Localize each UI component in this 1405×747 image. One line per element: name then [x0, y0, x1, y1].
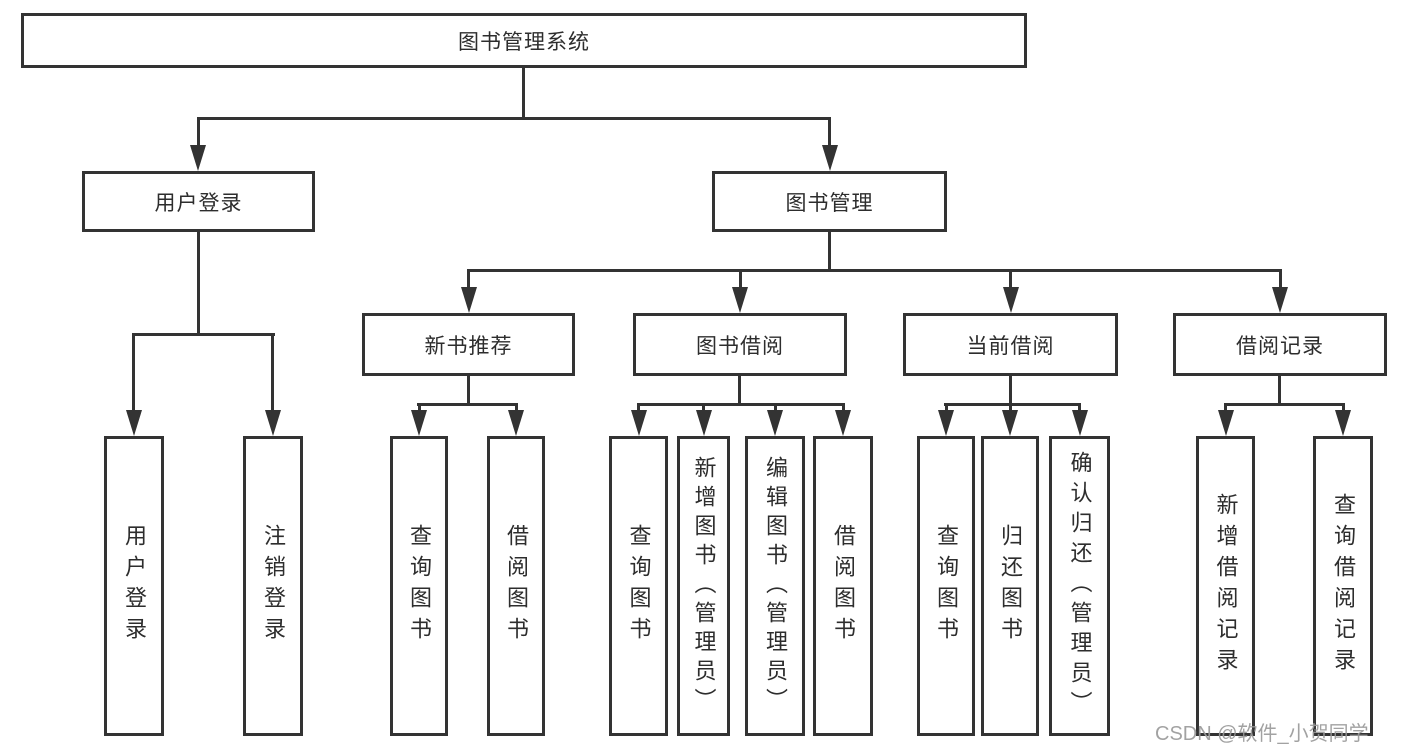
- connector-line: [1279, 269, 1282, 291]
- node-leaf-cb-return-books: 归还图书: [981, 436, 1039, 736]
- arrow-down-icon: [1003, 287, 1019, 313]
- arrow-down-icon: [508, 410, 524, 436]
- arrow-down-icon: [190, 145, 206, 171]
- connector-line: [842, 403, 845, 413]
- node-root: 图书管理系统: [21, 13, 1027, 68]
- connector-line: [197, 232, 200, 336]
- arrow-down-icon: [631, 410, 647, 436]
- arrow-down-icon: [732, 287, 748, 313]
- connector-line: [467, 269, 1281, 272]
- node-book-management: 图书管理: [712, 171, 947, 232]
- arrow-down-icon: [696, 410, 712, 436]
- connector-line: [515, 403, 518, 413]
- connector-line: [271, 333, 274, 413]
- arrow-down-icon: [767, 410, 783, 436]
- arrow-down-icon: [126, 410, 142, 436]
- connector-line: [418, 403, 421, 413]
- node-leaf-user-login: 用户登录: [104, 436, 164, 736]
- node-current-borrow: 当前借阅: [903, 313, 1118, 376]
- connector-line: [739, 269, 742, 291]
- connector-line: [637, 403, 845, 406]
- arrow-down-icon: [822, 145, 838, 171]
- connector-line: [738, 376, 741, 406]
- connector-line: [945, 403, 948, 413]
- arrow-down-icon: [1218, 410, 1234, 436]
- connector-line: [1224, 403, 1345, 406]
- node-leaf-nb-borrow-books: 借阅图书: [487, 436, 545, 736]
- arrow-down-icon: [1272, 287, 1288, 313]
- connector-line: [702, 403, 705, 413]
- connector-line: [1009, 269, 1012, 291]
- node-leaf-br-add-record: 新增借阅记录: [1196, 436, 1255, 736]
- node-leaf-bb-borrow-books: 借阅图书: [813, 436, 873, 736]
- node-leaf-br-query-record: 查询借阅记录: [1313, 436, 1373, 736]
- arrow-down-icon: [1072, 410, 1088, 436]
- node-leaf-bb-query-books: 查询图书: [609, 436, 668, 736]
- node-leaf-bb-edit-books: 编辑图书（管理员）: [745, 436, 805, 736]
- arrow-down-icon: [265, 410, 281, 436]
- arrow-down-icon: [1002, 410, 1018, 436]
- connector-line: [467, 376, 470, 406]
- connector-line: [1224, 403, 1227, 413]
- arrow-down-icon: [461, 287, 477, 313]
- node-book-borrow: 图书借阅: [633, 313, 847, 376]
- connector-line: [944, 403, 1081, 406]
- connector-line: [197, 117, 831, 120]
- arrow-down-icon: [1335, 410, 1351, 436]
- connector-line: [828, 117, 831, 152]
- connector-line: [417, 403, 518, 406]
- connector-line: [197, 117, 200, 152]
- connector-line: [132, 333, 135, 413]
- connector-line: [1009, 376, 1012, 406]
- connector-line: [828, 232, 831, 272]
- node-leaf-logout: 注销登录: [243, 436, 303, 736]
- arrow-down-icon: [938, 410, 954, 436]
- node-user-login: 用户登录: [82, 171, 315, 232]
- connector-line: [1342, 403, 1345, 413]
- connector-line: [1278, 376, 1281, 406]
- connector-line: [637, 403, 640, 413]
- node-leaf-cb-confirm-return: 确认归还（管理员）: [1049, 436, 1110, 736]
- connector-line: [774, 403, 777, 413]
- node-new-book-recommend: 新书推荐: [362, 313, 575, 376]
- node-borrow-records: 借阅记录: [1173, 313, 1387, 376]
- connector-line: [1009, 403, 1012, 413]
- connector-line: [132, 333, 275, 336]
- connector-line: [522, 68, 525, 120]
- node-leaf-cb-query-books: 查询图书: [917, 436, 975, 736]
- csdn-watermark: CSDN @软件_小贺同学: [1155, 723, 1369, 745]
- connector-line: [1078, 403, 1081, 413]
- arrow-down-icon: [411, 410, 427, 436]
- connector-line: [467, 269, 470, 291]
- node-leaf-bb-add-books: 新增图书（管理员）: [677, 436, 730, 736]
- arrow-down-icon: [835, 410, 851, 436]
- node-leaf-nb-query-books: 查询图书: [390, 436, 448, 736]
